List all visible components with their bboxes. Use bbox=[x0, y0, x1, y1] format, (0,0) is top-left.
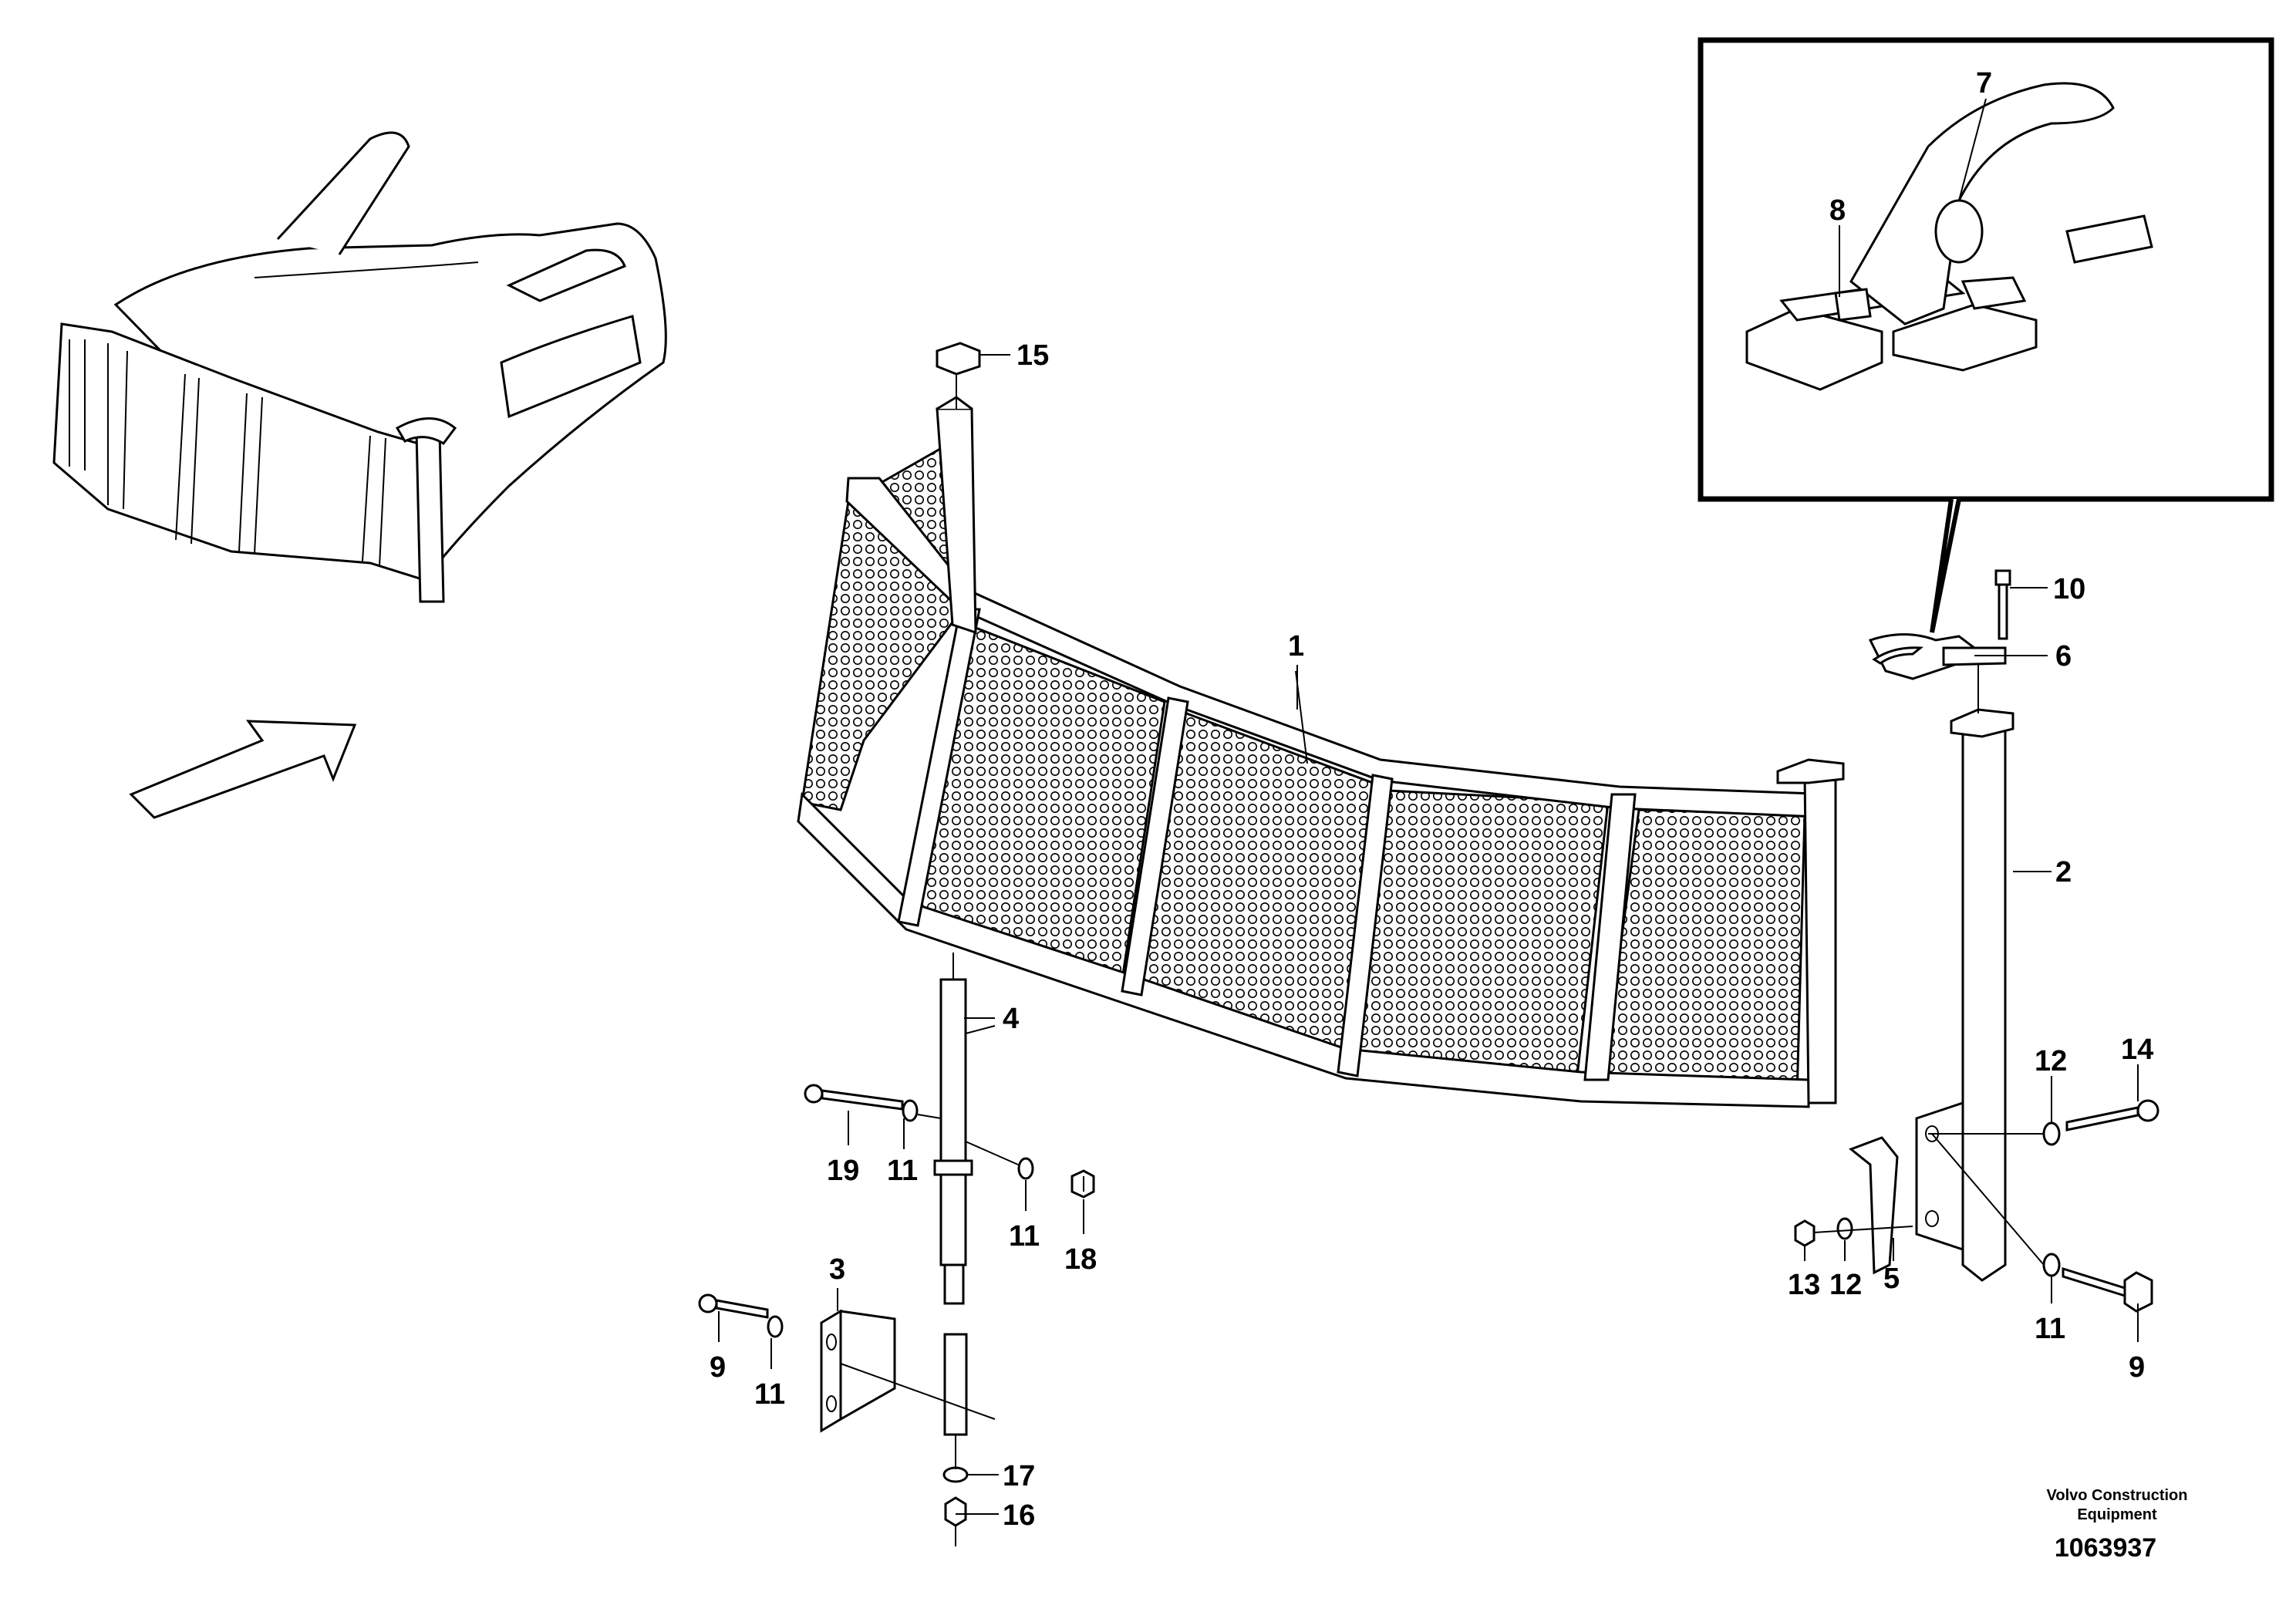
part-14-bolt bbox=[2065, 1099, 2159, 1131]
callout-13: 13 bbox=[1788, 1269, 1820, 1301]
part-6-latch bbox=[1868, 633, 2007, 680]
callout-11-b: 11 bbox=[1009, 1220, 1040, 1253]
part-9-bolt-right bbox=[2062, 1266, 2153, 1313]
callout-8: 8 bbox=[1829, 194, 1846, 227]
part-4-pivot-pin bbox=[933, 953, 996, 1305]
callout-9-right: 9 bbox=[2129, 1351, 2145, 1384]
callout-2: 2 bbox=[2055, 856, 2072, 889]
part-3-bracket bbox=[820, 1309, 996, 1433]
callout-6: 6 bbox=[2055, 640, 2072, 673]
guard-assembly bbox=[797, 396, 1845, 1108]
washer-11-post bbox=[2042, 1253, 2061, 1277]
part-2-post bbox=[1915, 708, 2014, 1282]
part-10-screw bbox=[1994, 569, 2048, 640]
callout-19: 19 bbox=[827, 1155, 859, 1187]
callout-9-left: 9 bbox=[710, 1351, 726, 1384]
drawing-number: 1063937 bbox=[2055, 1533, 2156, 1563]
detail-view-box bbox=[1698, 37, 2274, 633]
part-9-bolt-left bbox=[698, 1293, 769, 1319]
part-5-latch-plate bbox=[1849, 1136, 1899, 1275]
washer-12-right bbox=[2042, 1121, 2061, 1146]
footer-block: Volvo Construction Equipment 1063937 bbox=[2047, 1487, 2188, 1563]
company-name-line2: Equipment bbox=[2077, 1506, 2157, 1523]
callout-11-c: 11 bbox=[754, 1378, 785, 1411]
callout-11-a: 11 bbox=[887, 1155, 918, 1187]
part-19-bolt bbox=[804, 1084, 904, 1111]
overview-machine-hood bbox=[113, 131, 667, 573]
part-18-nut bbox=[1070, 1169, 1095, 1199]
callout-17: 17 bbox=[1003, 1460, 1035, 1492]
callout-4: 4 bbox=[1003, 1003, 1019, 1035]
washer-12-left bbox=[1836, 1217, 1853, 1240]
leader-lines bbox=[718, 98, 2139, 1515]
callout-labels: 1 2 3 4 5 6 7 8 9 9 10 11 11 11 11 12 12… bbox=[710, 67, 2153, 1532]
part-13-nut bbox=[1794, 1219, 1816, 1247]
callout-15: 15 bbox=[1017, 339, 1049, 372]
callout-14: 14 bbox=[2121, 1034, 2153, 1066]
overview-guard-frame bbox=[52, 322, 457, 603]
callout-16: 16 bbox=[1003, 1499, 1035, 1532]
callout-5: 5 bbox=[1883, 1263, 1900, 1295]
callout-10: 10 bbox=[2053, 573, 2085, 605]
callout-7: 7 bbox=[1976, 67, 1992, 99]
callout-18: 18 bbox=[1064, 1243, 1097, 1276]
company-name-line1: Volvo Construction bbox=[2047, 1487, 2188, 1504]
washer-11-right bbox=[1017, 1157, 1034, 1180]
view-direction-arrow bbox=[129, 720, 357, 819]
callout-11-d: 11 bbox=[2035, 1313, 2065, 1345]
washer-11-bracket bbox=[767, 1315, 784, 1338]
callout-3: 3 bbox=[829, 1253, 845, 1286]
callout-12-b: 12 bbox=[2035, 1045, 2067, 1077]
part-16-17-nut-and-washer bbox=[942, 1333, 969, 1546]
part-15-plug bbox=[936, 342, 1010, 409]
callout-12-a: 12 bbox=[1829, 1269, 1862, 1301]
washer-11-left bbox=[902, 1099, 919, 1122]
callout-1: 1 bbox=[1288, 630, 1304, 663]
